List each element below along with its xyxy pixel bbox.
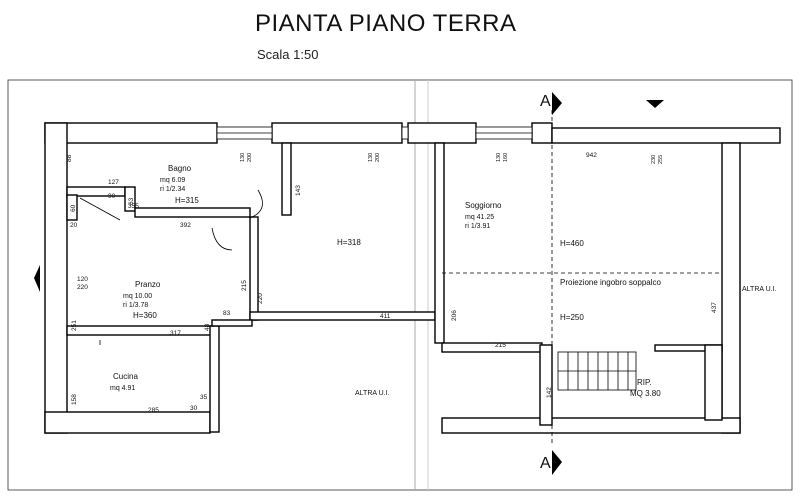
windows (216, 126, 533, 140)
section-arrow-bottom (552, 450, 562, 475)
dim-251: 251 (71, 320, 78, 331)
dim-90: 90 (108, 193, 116, 200)
entrance-arrow (34, 265, 40, 292)
dim-942: 942 (586, 152, 597, 159)
soggiorno-name: Soggiorno (465, 201, 502, 210)
dim-411: 411 (380, 313, 391, 320)
dim-w4b: 255 (658, 155, 664, 164)
section-arrow-right (646, 100, 664, 108)
dim-142: 142 (546, 387, 553, 398)
dim-317: 317 (170, 330, 181, 337)
dim-220b: 220 (257, 293, 264, 304)
soppalco-h: H=250 (560, 313, 584, 322)
dim-20: 20 (70, 222, 78, 229)
dim-88: 88 (66, 154, 73, 162)
altra-ui-right: ALTRA U.I. (742, 286, 777, 293)
dim-w3a: 130 (496, 153, 502, 162)
bagno-mq: mq 6.09 (160, 177, 185, 184)
dim-127: 127 (108, 179, 119, 186)
dim-w2b: 200 (375, 153, 381, 162)
altra-ui-center: ALTRA U.I. (355, 390, 390, 397)
dim-355: 355 (128, 203, 139, 210)
bagno-ri: ri 1/2.34 (160, 186, 185, 193)
dim-158: 158 (71, 394, 78, 405)
corridor-h: H=318 (337, 238, 361, 247)
dim-w1a: 130 (240, 153, 246, 162)
dim-206: 206 (451, 310, 458, 321)
interior-walls (66, 142, 723, 433)
scale-label: Scala 1:50 (257, 47, 319, 62)
dim-w1b: 200 (247, 153, 253, 162)
dim-83: 83 (223, 310, 231, 317)
dim-120: 120 (77, 276, 88, 283)
pranzo-h: H=360 (133, 311, 157, 320)
dim-437: 437 (711, 302, 718, 313)
bagno-h: H=315 (175, 196, 199, 205)
dim-143: 143 (295, 185, 302, 196)
dim-220: 220 (77, 284, 88, 291)
rip-mq: MQ 3.80 (630, 389, 661, 398)
dim-w2a: 130 (368, 153, 374, 162)
soggiorno-h: H=460 (560, 239, 584, 248)
soppalco-label: Proiezione ingobro soppalco (560, 278, 662, 287)
dim-63: 63 (128, 197, 135, 205)
pranzo-name: Pranzo (135, 280, 161, 289)
bagno-name: Bagno (168, 164, 192, 173)
cucina-name: Cucina (113, 372, 138, 381)
pranzo-mq: mq 10.00 (123, 293, 152, 300)
dim-392: 392 (180, 222, 191, 229)
sheet-frame (7, 79, 793, 491)
dim-35: 35 (200, 394, 208, 401)
cucina-mq: mq 4.91 (110, 385, 135, 392)
section-arrow-top (552, 92, 562, 115)
dim-285: 285 (148, 407, 159, 414)
section-marker-top: A (540, 93, 551, 110)
staircase (557, 351, 637, 391)
rip-name: RIP. (637, 378, 652, 387)
pranzo-ri: ri 1/3.78 (123, 302, 148, 309)
dim-215a: 215 (241, 280, 248, 291)
exterior-walls (44, 122, 781, 434)
soggiorno-mq: mq 41.25 (465, 214, 494, 221)
soggiorno-ri: ri 1/3.91 (465, 223, 490, 230)
dim-60: 60 (70, 204, 77, 212)
dim-w3b: 160 (503, 153, 509, 162)
dimensions: 88 127 90 63 355 60 20 392 143 942 120 2… (66, 152, 718, 414)
doors (79, 189, 263, 345)
page-title: PIANTA PIANO TERRA (255, 10, 517, 37)
section-marker-bottom: A (540, 455, 551, 472)
dim-w4a: 230 (651, 155, 657, 164)
dim-30: 30 (190, 405, 198, 412)
dim-215b: 215 (495, 342, 506, 349)
dim-48: 48 (204, 323, 211, 331)
